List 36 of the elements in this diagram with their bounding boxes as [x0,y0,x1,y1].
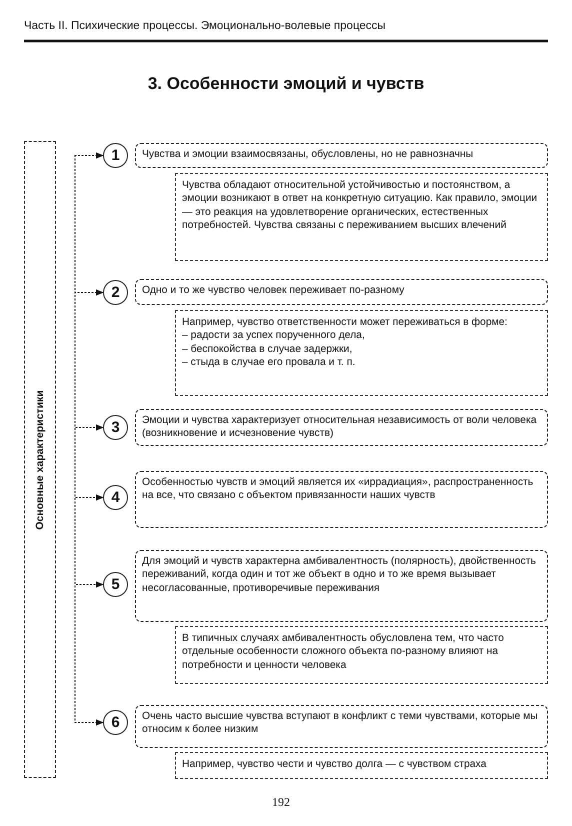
note-text: – беспокойства в случае задержки, [182,342,354,356]
note-text: Например, чувство ответственности может переживаться в форме: [182,316,508,330]
note-text: – стыда в случае его провала и т. п. [182,356,356,370]
feature-box [135,471,548,528]
feature-text: Чувства и эмоции взаимосвязаны, обусловлены, но не равнозначны [142,148,474,162]
number-circle: 1 [103,143,128,168]
feature-text: Очень часто высшие чувства вступают в конфликт с теми чувствами, которые мы относим к более низким [142,710,539,737]
note-text: Например, чувство чести и чувство долга — с чувством страха [182,758,488,772]
feature-box [135,143,548,168]
note-box [175,173,548,261]
feature-box [135,550,548,622]
page-number: 192 [272,795,290,810]
number-circle: 6 [103,710,128,735]
feature-text: Эмоции и чувства характеризует относительная независимость от воли человека (возникновение и исчезновение чувств) [142,414,538,441]
feature-box [135,705,548,748]
note-box [175,752,548,779]
feature-box [135,409,548,446]
arrow [74,152,104,159]
note-text: – радости за успех порученного дела, [182,329,366,343]
category-box [24,141,56,778]
number-circle: 4 [103,485,128,510]
note-box [175,626,548,684]
note-box [175,310,548,396]
feature-box [135,279,548,305]
note-text: Чувства обладают относительной устойчивостью и постоянством, а эмоции возникают в ответ на конкретную ситуацию. Как правило, эмоции — это реакция на удовлетворение органических, естественных потребностей. Чувства связаны с переживанием высших влечений [182,179,538,233]
category-label: Основные характеристики [34,390,46,530]
feature-text: Одно и то же чувство человек переживает по-разному [142,284,406,298]
feature-text: Особенностью чувств и эмоций является их «иррадиация», распространенность на все, что связано с объектом привязанности наших чувств [142,476,534,503]
number-circle: 3 [103,415,128,440]
title: 3. Особенности эмоций и чувств [146,74,426,94]
note-text: В типичных случаях амбивалентность обусловлена тем, что часто отдельные особенности сложного объекта по-разному влияют на потребности и ценности человека [182,632,505,672]
running-header: Часть II. Психические процессы. Эмоционально-волевые процессы [24,20,386,32]
number-circle: 5 [103,572,128,597]
number-circle: 2 [103,280,128,305]
arrow [74,154,104,726]
feature-text: Для эмоций и чувств характерна амбивалентность (полярность), двойственность переживаний, когда один и тот же объект в одно и то же время вызывает несогласованные, противоречивые переживания [142,555,537,596]
